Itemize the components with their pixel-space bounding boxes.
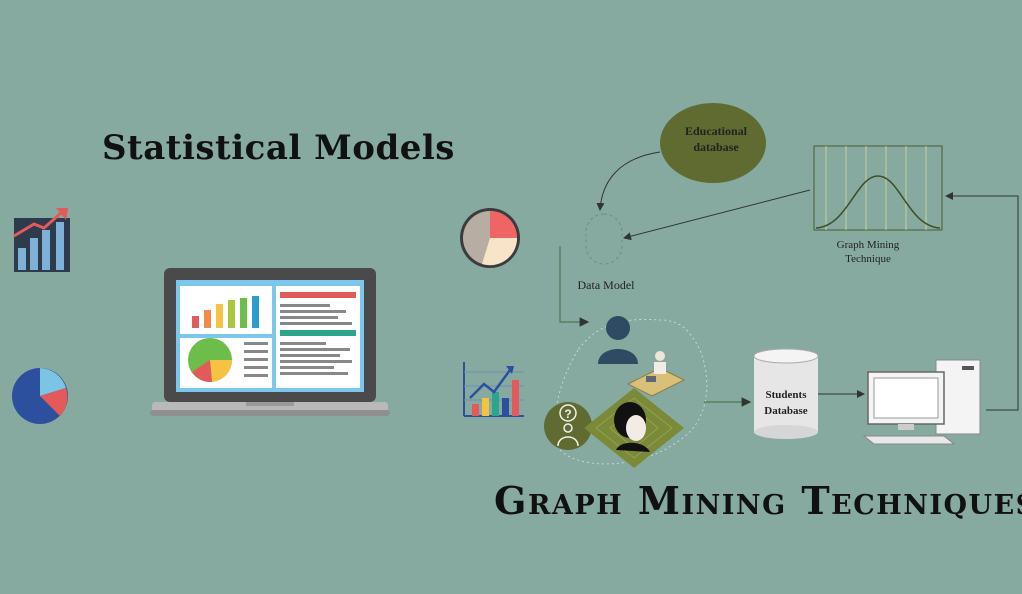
pie-chart-icon	[460, 208, 520, 268]
bar-chart-trend-icon	[463, 362, 524, 417]
graph-mining-techniques-title: Graph Mining Techniques	[494, 478, 1022, 523]
pie-chart-icon	[12, 368, 68, 424]
students-database-node: Students Database	[753, 348, 819, 439]
students-database-label-line1: Students	[766, 389, 808, 401]
laptop-dashboard-icon	[150, 268, 390, 416]
students-database-label-line2: Database	[764, 405, 808, 417]
question-mark-icon: ?	[564, 407, 571, 421]
user-icon	[598, 316, 638, 364]
educational-database-node: Educational database	[660, 103, 766, 183]
desktop-computer-icon	[862, 359, 981, 445]
data-model-label: Data Model	[578, 278, 636, 292]
graph-mining-technique-label-line1: Graph Mining	[837, 239, 900, 251]
graph-mining-technique-label-line2: Technique	[845, 253, 891, 265]
connectors	[559, 151, 1019, 411]
educational-database-label-line2: database	[693, 140, 739, 154]
graph-mining-technique-node: Graph Mining Technique	[813, 145, 943, 265]
student-question-node: ?	[544, 402, 592, 450]
statistical-models-title: Statistical Models	[102, 128, 455, 168]
data-model-node: Data Model	[578, 213, 636, 292]
teacher-desk-icon	[626, 351, 686, 397]
bar-chart-trend-icon	[13, 208, 70, 272]
educational-database-label-line1: Educational	[685, 124, 748, 138]
student-icon	[584, 388, 684, 468]
